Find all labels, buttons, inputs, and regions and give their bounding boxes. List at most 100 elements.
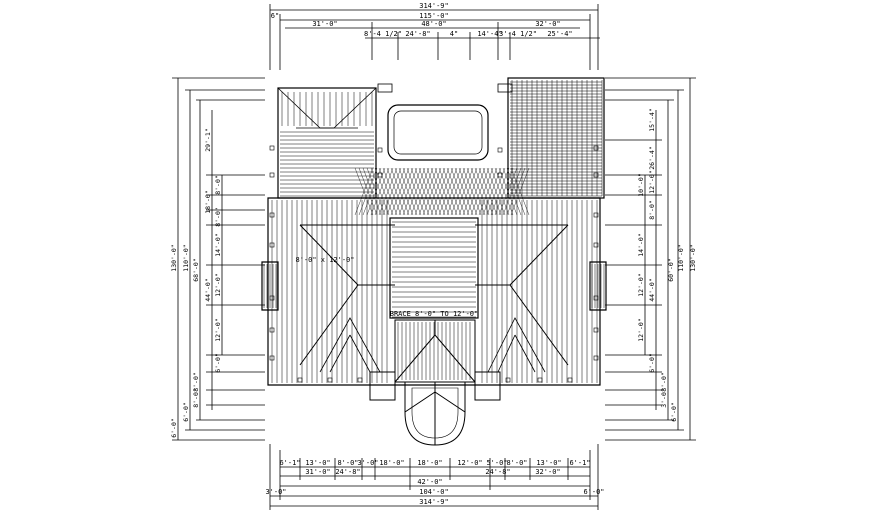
top-dimension-lines	[269, 4, 600, 70]
bottom-r1-4: 18'-0"	[379, 459, 404, 467]
right-seg-3: 12'-0"	[648, 170, 656, 193]
right-seg-7: 44'-0"	[648, 278, 656, 301]
bottom-r1-6: 12'-0"	[457, 459, 482, 467]
bottom-r1-0: 6'-1"	[279, 459, 300, 467]
post-marker	[567, 377, 573, 383]
right-inner-dim: 110'-0"	[677, 244, 685, 271]
bottom-r1-7: 5'-0"	[486, 459, 507, 467]
hatched-roof-area	[354, 167, 530, 216]
right-seg-9: 6'-0"	[648, 353, 656, 373]
bottom-r3-0: 104'-0"	[419, 488, 449, 496]
left-seg-6: 44'-0"	[204, 278, 212, 301]
right-seg-1: 26'-4"	[648, 146, 656, 169]
post-markers	[269, 145, 599, 383]
post-marker	[377, 147, 383, 153]
top-seg-d-dim: 14'-4"	[477, 30, 502, 38]
bottom-r2-2: 42'-0"	[417, 478, 442, 486]
post-marker	[269, 295, 275, 301]
top-seg-a-dim: 8'-4 1/2"	[364, 30, 402, 38]
bottom-r1-10: 6'-1"	[569, 459, 590, 467]
left-seg-4: 14'-0"	[214, 233, 222, 256]
post-marker	[593, 295, 599, 301]
right-seg-11: 3'-0"	[660, 388, 668, 408]
top-overall-dim: 314'-9"	[419, 2, 449, 10]
front-bay	[404, 381, 466, 446]
post-marker	[497, 147, 503, 153]
top-seg-e-dim: 3'-4 1/2"	[499, 30, 537, 38]
top-main-dim: 115'-0"	[419, 12, 449, 20]
right-seg-4: 8'-0"	[648, 200, 656, 220]
right-seg-8: 12'-0"	[637, 318, 645, 341]
left-mid-dim: 68'-0"	[192, 258, 200, 281]
left-outer-dim: 130'-0"	[170, 244, 178, 271]
top-right-wing-dim: 32'-0"	[535, 20, 560, 28]
right-dimension-lines	[605, 77, 696, 441]
top-center-dim: 48'-0"	[421, 20, 446, 28]
post-marker	[269, 327, 275, 333]
bottom-overall-dim: 314'-9"	[419, 498, 449, 506]
center-note-label: BRACE 8'-0" TO 12'-0"	[390, 310, 479, 318]
bottom-r2-1: 24'-8"	[335, 468, 360, 476]
top-left-wing-dim: 31'-0"	[312, 20, 337, 28]
post-marker	[593, 327, 599, 333]
bottom-r2-0: 31'-0"	[305, 468, 330, 476]
hatch-line	[502, 167, 522, 216]
bottom-r1-1: 13'-0"	[305, 459, 330, 467]
bottom-r1-9: 13'-0"	[536, 459, 561, 467]
bottom-r1-8: 8'-0"	[506, 459, 527, 467]
left-seg-0: 29'-1"	[204, 128, 212, 151]
room-labels: 8'-0" x 12'-0" BRACE 8'-0" TO 12'-0"	[295, 256, 478, 318]
right-dimension-text: 130'-0" 110'-0" 60'-0" 15'-4" 26'-4" 10'…	[637, 108, 697, 422]
left-seg-10: 8'-0"	[192, 388, 200, 408]
bottom-dimension-lines	[269, 444, 599, 510]
left-seg-8: 6'-0"	[214, 353, 222, 373]
post-marker	[593, 172, 599, 178]
bottom-r2-3: 24'-8"	[485, 468, 510, 476]
post-marker	[269, 242, 275, 248]
post-marker	[377, 172, 383, 178]
left-seg-12: 6'-0"	[170, 418, 178, 438]
bottom-dimension-text: 6'-1" 13'-0" 8'-0" 3'-0" 18'-0" 18'-0" 1…	[265, 459, 604, 506]
post-marker	[269, 172, 275, 178]
main-roof-hips	[299, 217, 569, 366]
northeast-wing-grid	[510, 80, 603, 197]
post-marker	[537, 377, 543, 383]
post-marker	[593, 212, 599, 218]
right-seg-2: 10'-0"	[637, 173, 645, 196]
left-seg-3: 8'-0"	[214, 207, 222, 227]
top-seg-f-dim: 25'-4"	[547, 30, 572, 38]
post-marker	[593, 242, 599, 248]
porch-label: 8'-0" x 12'-0"	[295, 256, 354, 264]
top-edge-dim: 6"	[271, 12, 279, 20]
right-seg-5: 14'-0"	[637, 233, 645, 256]
main-roof-rafters	[263, 200, 605, 383]
right-seg-10: 8'-0"	[660, 372, 668, 392]
post-marker	[593, 355, 599, 361]
left-inner-dim: 110'-0"	[182, 244, 190, 271]
post-marker	[327, 377, 333, 383]
post-marker	[269, 355, 275, 361]
post-marker	[357, 377, 363, 383]
courtyard-pool	[377, 83, 513, 161]
bottom-r2-4: 32'-0"	[535, 468, 560, 476]
left-seg-9: 8'-0"	[192, 372, 200, 392]
post-marker	[269, 145, 275, 151]
left-dormer	[319, 317, 381, 373]
northwest-wing-rafters	[280, 92, 374, 197]
left-seg-7: 12'-0"	[214, 318, 222, 341]
bottom-r1-3: 3'-0"	[357, 459, 378, 467]
left-seg-2: 18'-0"	[204, 190, 212, 213]
right-outer-dim: 130'-0"	[689, 244, 697, 271]
left-seg-5: 12'-0"	[214, 273, 222, 296]
northeast-wing-roof	[507, 77, 605, 199]
bottom-r1-2: 8'-0"	[337, 459, 358, 467]
right-dormer	[487, 317, 546, 373]
top-dimension-text: 314'-9" 115'-0" 31'-0" 48'-0" 32'-0" 8'-…	[271, 2, 573, 38]
post-marker	[269, 212, 275, 218]
bottom-r1-5: 18'-0"	[417, 459, 442, 467]
right-seg-6: 12'-0"	[637, 273, 645, 296]
front-bay-rafters	[397, 322, 471, 380]
right-mid-dim: 60'-0"	[667, 258, 675, 281]
northwest-wing-roof	[277, 87, 377, 199]
